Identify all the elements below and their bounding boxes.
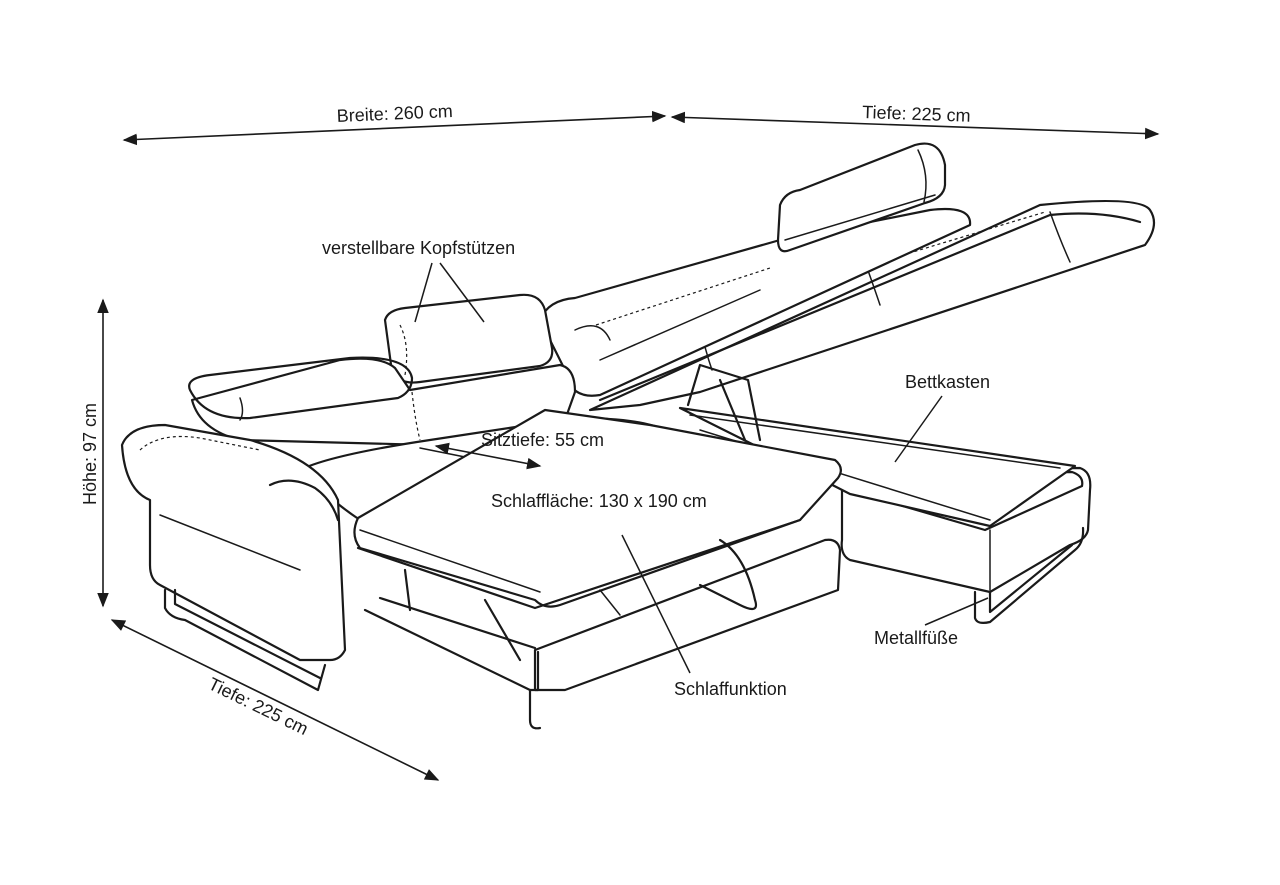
- headrest-center: [383, 293, 554, 384]
- label-schlafflaeche: Schlaffläche: 130 x 190 cm: [491, 491, 707, 511]
- headrest-right: [776, 142, 947, 253]
- label-tiefe-back: Tiefe: 225 cm: [862, 102, 971, 126]
- pullout-frame: [363, 538, 842, 730]
- dimension-breite: Breite: 260 cm: [122, 101, 667, 146]
- label-tiefe-front: Tiefe: 225 cm: [205, 674, 311, 739]
- armrest-left: [120, 423, 347, 662]
- label-bettkasten: Bettkasten: [905, 372, 990, 392]
- back-cushion-left: [188, 356, 577, 447]
- dimension-sitztiefe: Sitztiefe: 55 cm: [434, 430, 604, 470]
- callout-kopfstuetzen: verstellbare Kopfstützen: [322, 238, 515, 323]
- callout-schlaffunktion: Schlaffunktion: [621, 534, 787, 699]
- label-schlaffunktion: Schlaffunktion: [674, 679, 787, 699]
- callout-schlafflaeche: Schlaffläche: 130 x 190 cm: [491, 491, 707, 511]
- bed-box-lid: [588, 199, 1156, 442]
- sofa-drawing: [120, 142, 1156, 730]
- label-metallfuesse: Metallfüße: [874, 628, 958, 648]
- dimension-hoehe: Höhe: 97 cm: [80, 298, 109, 608]
- label-hoehe: Höhe: 97 cm: [80, 403, 100, 505]
- callout-bettkasten: Bettkasten: [894, 372, 990, 463]
- dimension-tiefe-back: Tiefe: 225 cm: [670, 102, 1160, 140]
- label-kopfstuetzen: verstellbare Kopfstützen: [322, 238, 515, 258]
- callout-metallfuesse: Metallfüße: [874, 597, 989, 648]
- label-breite: Breite: 260 cm: [336, 101, 453, 126]
- label-sitztiefe: Sitztiefe: 55 cm: [481, 430, 604, 450]
- metal-foot-right: [973, 526, 1085, 624]
